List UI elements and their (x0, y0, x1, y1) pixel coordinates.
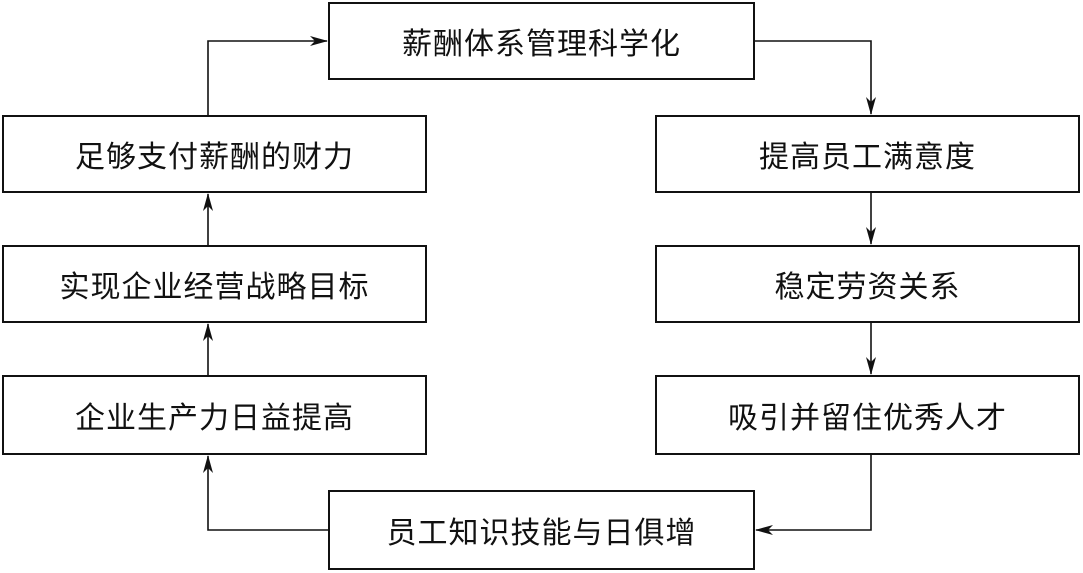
node-label: 吸引并留住优秀人才 (728, 401, 1007, 436)
node-label: 足够支付薪酬的财力 (75, 140, 354, 175)
node-label: 薪酬体系管理科学化 (402, 27, 681, 62)
node-employee-skills-growth: 员工知识技能与日俱增 (328, 490, 755, 570)
node-label: 员工知识技能与日俱增 (386, 516, 697, 551)
node-stable-labor-relations: 稳定劳资关系 (655, 245, 1080, 323)
edge-arrow (755, 40, 876, 115)
edge-arrow (755, 455, 872, 535)
node-salary-system-scientific: 薪酬体系管理科学化 (328, 2, 755, 80)
node-label: 企业生产力日益提高 (75, 401, 354, 436)
node-financial-capacity: 足够支付薪酬的财力 (2, 115, 427, 193)
node-label: 提高员工满意度 (759, 140, 976, 175)
node-productivity-increase: 企业生产力日益提高 (2, 375, 427, 455)
edge-arrow (203, 455, 328, 531)
node-label: 实现企业经营战略目标 (59, 270, 370, 305)
node-employee-satisfaction: 提高员工满意度 (655, 115, 1080, 193)
node-strategic-goals: 实现企业经营战略目标 (2, 245, 427, 323)
node-label: 稳定劳资关系 (774, 270, 961, 305)
node-attract-retain-talent: 吸引并留住优秀人才 (655, 375, 1080, 455)
edge-arrow (207, 36, 328, 115)
